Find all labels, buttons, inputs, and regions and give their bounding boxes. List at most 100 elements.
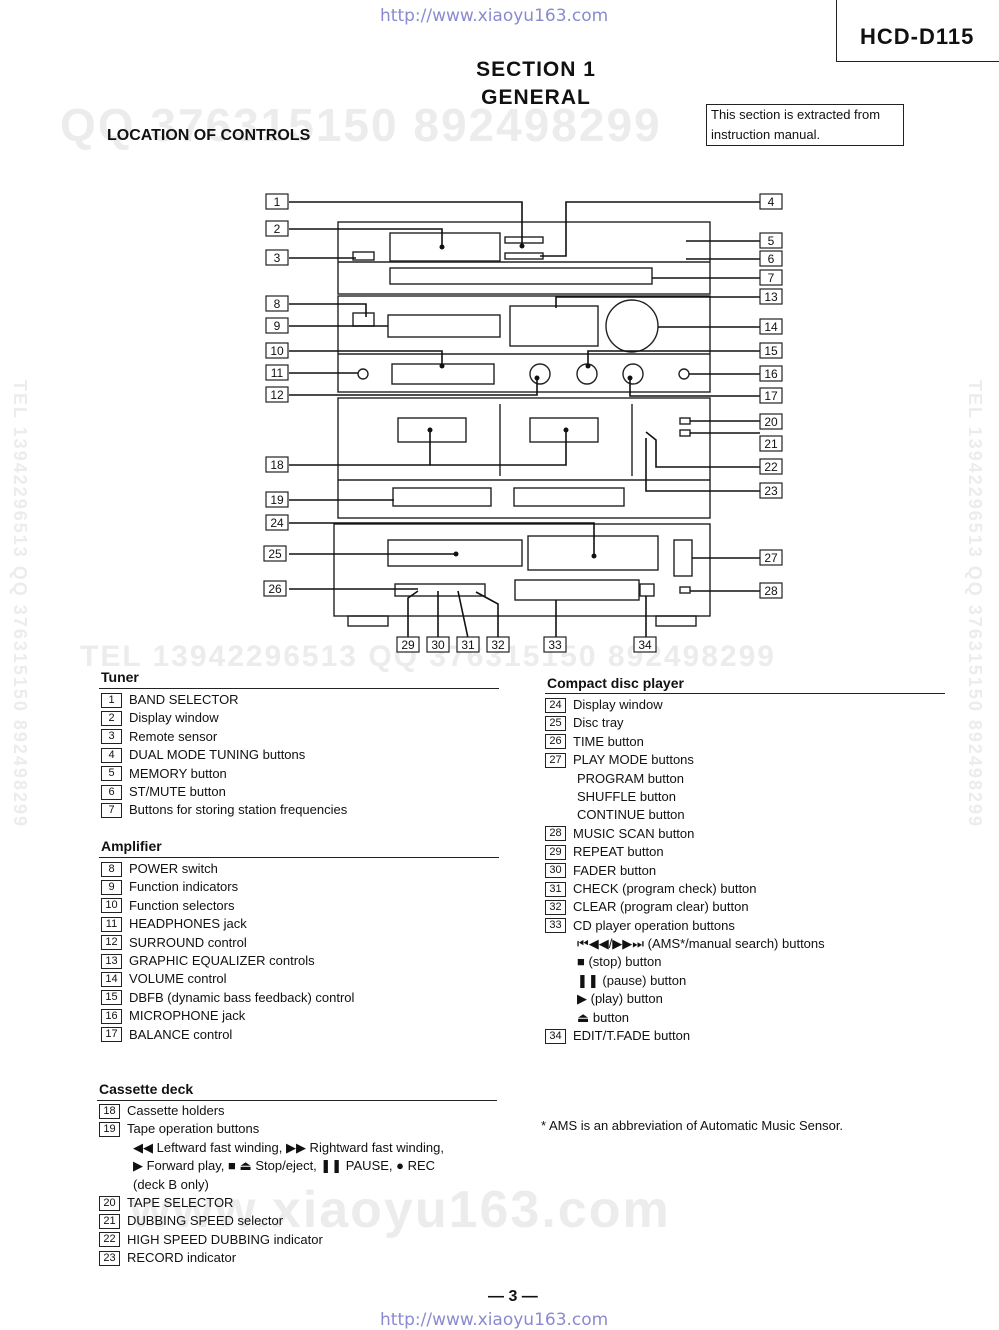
callout-label: 2 <box>274 222 281 236</box>
item-number-box: 18 <box>99 1103 120 1119</box>
callout-label: 30 <box>431 638 445 652</box>
location-title: LOCATION OF CONTROLS <box>107 127 311 144</box>
deck-a-buttons <box>392 487 492 507</box>
section-name: GENERAL <box>481 86 591 109</box>
item-label: HEADPHONES jack <box>129 916 247 932</box>
power-switch <box>352 312 375 327</box>
item-label: Disc tray <box>573 715 624 731</box>
legend-item: 8 POWER switch <box>101 860 354 878</box>
item-number-box: 2 <box>101 711 122 727</box>
callout-20: 20 <box>759 413 783 430</box>
item-number-box: 9 <box>101 880 122 896</box>
cd-small-buttons <box>394 583 486 597</box>
callout-25: 25 <box>263 545 287 562</box>
callout-18: 18 <box>265 456 289 473</box>
callout-33: 33 <box>543 636 567 653</box>
callout-label: 27 <box>764 551 778 565</box>
cassette-rule <box>97 1100 497 1101</box>
source-url-top[interactable]: http://www.xiaoyu163.com <box>380 6 609 26</box>
callout-label: 7 <box>768 271 775 285</box>
item-label: MICROPHONE jack <box>129 1008 246 1024</box>
music-scan-button <box>679 586 691 594</box>
source-url-bottom[interactable]: http://www.xiaoyu163.com <box>380 1310 609 1330</box>
callout-10: 10 <box>265 342 289 359</box>
legend-item: 23 RECORD indicator <box>99 1249 444 1267</box>
item-label: GRAPHIC EQUALIZER controls <box>129 952 315 968</box>
item-label: RECORD indicator <box>127 1250 237 1266</box>
callout-label: 5 <box>768 234 775 248</box>
callout-label: 10 <box>270 344 284 358</box>
callout-24: 24 <box>265 514 289 531</box>
callout-label: 9 <box>274 319 281 333</box>
item-label: POWER switch <box>129 861 218 876</box>
callout-label: 1 <box>274 195 281 209</box>
callout-12: 12 <box>265 386 289 403</box>
item-label: SURROUND control <box>129 934 247 950</box>
watermark-site: www.xiaoyu163.com <box>130 1181 671 1239</box>
item-number-box: 5 <box>101 766 122 782</box>
callout-label: 15 <box>764 344 778 358</box>
item-label: DUBBING SPEED selector <box>127 1213 284 1229</box>
item-label: Buttons for storing station frequencies <box>129 802 348 818</box>
item-label: BAND SELECTOR <box>129 692 239 707</box>
callout-19: 19 <box>265 491 289 508</box>
callout-31: 31 <box>456 636 480 653</box>
foot-left <box>347 615 389 627</box>
item-label: DBFB (dynamic bass feedback) control <box>129 989 355 1005</box>
callout-label: 23 <box>764 484 778 498</box>
callout-5: 5 <box>759 232 783 249</box>
item-number-box: 30 <box>545 863 566 879</box>
extract-note-line2: instruction manual. <box>711 127 821 142</box>
play-mode-buttons <box>673 539 693 577</box>
callout-label: 22 <box>764 460 778 474</box>
callout-label: 33 <box>548 638 562 652</box>
item-number-box: 12 <box>101 935 122 951</box>
volume-knob <box>605 299 659 353</box>
item-label: VOLUME control <box>129 971 227 987</box>
remote-sensor <box>352 251 375 261</box>
callout-label: 8 <box>274 297 281 311</box>
legend-item: 21 DUBBING SPEED selector <box>99 1212 444 1230</box>
item-number-box: 4 <box>101 747 122 763</box>
item-number-box: 8 <box>101 861 122 877</box>
dual-tuning-top <box>504 236 544 244</box>
legend-subitem: CONTINUE button <box>577 807 685 823</box>
item-label: MEMORY button <box>129 765 227 781</box>
item-number-box: 19 <box>99 1122 120 1138</box>
callout-label: 24 <box>270 516 284 530</box>
item-number-box: 11 <box>101 916 122 932</box>
cd-rule <box>545 693 945 694</box>
item-number-box: 16 <box>101 1008 122 1024</box>
item-number-box: 21 <box>99 1214 120 1230</box>
callout-29: 29 <box>396 636 420 653</box>
callout-26: 26 <box>263 580 287 597</box>
extract-note-line1: This section is extracted from <box>711 107 881 122</box>
callout-label: 13 <box>764 290 778 304</box>
callout-34: 34 <box>633 636 657 653</box>
legend-item: 16 MICROPHONE jack <box>101 1007 354 1025</box>
foot-right <box>655 615 697 627</box>
dubbing-selector <box>679 429 691 437</box>
callout-1: 1 <box>265 193 289 210</box>
callout-23: 23 <box>759 482 783 499</box>
item-label: REPEAT button <box>573 844 664 860</box>
cd-operation-buttons <box>514 579 640 601</box>
callout-label: 19 <box>270 493 284 507</box>
item-number-box: 25 <box>545 716 566 732</box>
callout-6: 6 <box>759 250 783 267</box>
item-number-box: 23 <box>99 1250 120 1266</box>
callout-label: 26 <box>268 582 282 596</box>
